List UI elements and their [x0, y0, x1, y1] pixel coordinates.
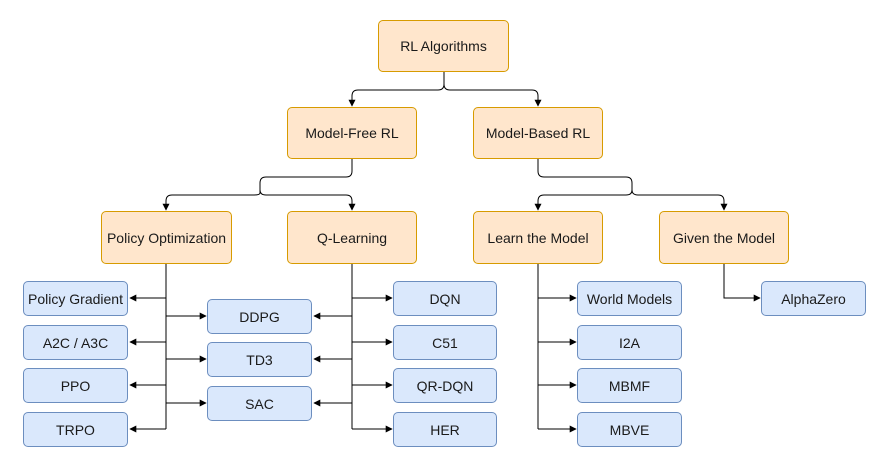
node-sac: SAC	[207, 386, 312, 421]
edge-alphazero	[723, 264, 761, 302]
node-model-based-rl: Model-Based RL	[473, 107, 603, 159]
node-learn-the-model: Learn the Model	[473, 211, 603, 264]
node-qr-dqn: QR-DQN	[393, 368, 497, 403]
node-mbmf: MBMF	[577, 368, 682, 403]
edge-model-based-learn-model	[534, 159, 633, 211]
node-ppo: PPO	[23, 368, 128, 403]
node-mbve: MBVE	[577, 412, 682, 447]
node-a2c-a3c: A2C / A3C	[23, 325, 128, 360]
node-world-models: World Models	[577, 281, 682, 316]
node-alphazero: AlphaZero	[761, 281, 866, 316]
edge-model-free-q-learning	[259, 183, 356, 211]
node-policy-gradient: Policy Gradient	[23, 281, 128, 316]
node-c51: C51	[393, 325, 497, 360]
edge-model-based-given-model	[631, 183, 728, 211]
edge-root-model-based	[443, 72, 542, 107]
node-i2a: I2A	[577, 325, 682, 360]
node-rl-algorithms: RL Algorithms	[378, 20, 509, 72]
node-her: HER	[393, 412, 497, 447]
node-trpo: TRPO	[23, 412, 128, 447]
edge-model-free-policy-opt	[162, 159, 353, 211]
node-model-free-rl: Model-Free RL	[287, 107, 417, 159]
node-q-learning: Q-Learning	[287, 211, 417, 264]
node-policy-optimization: Policy Optimization	[101, 211, 232, 264]
node-td3: TD3	[207, 342, 312, 377]
edge-root-model-free	[348, 72, 445, 107]
node-given-the-model: Given the Model	[659, 211, 789, 264]
node-ddpg: DDPG	[207, 299, 312, 334]
node-dqn: DQN	[393, 281, 497, 316]
